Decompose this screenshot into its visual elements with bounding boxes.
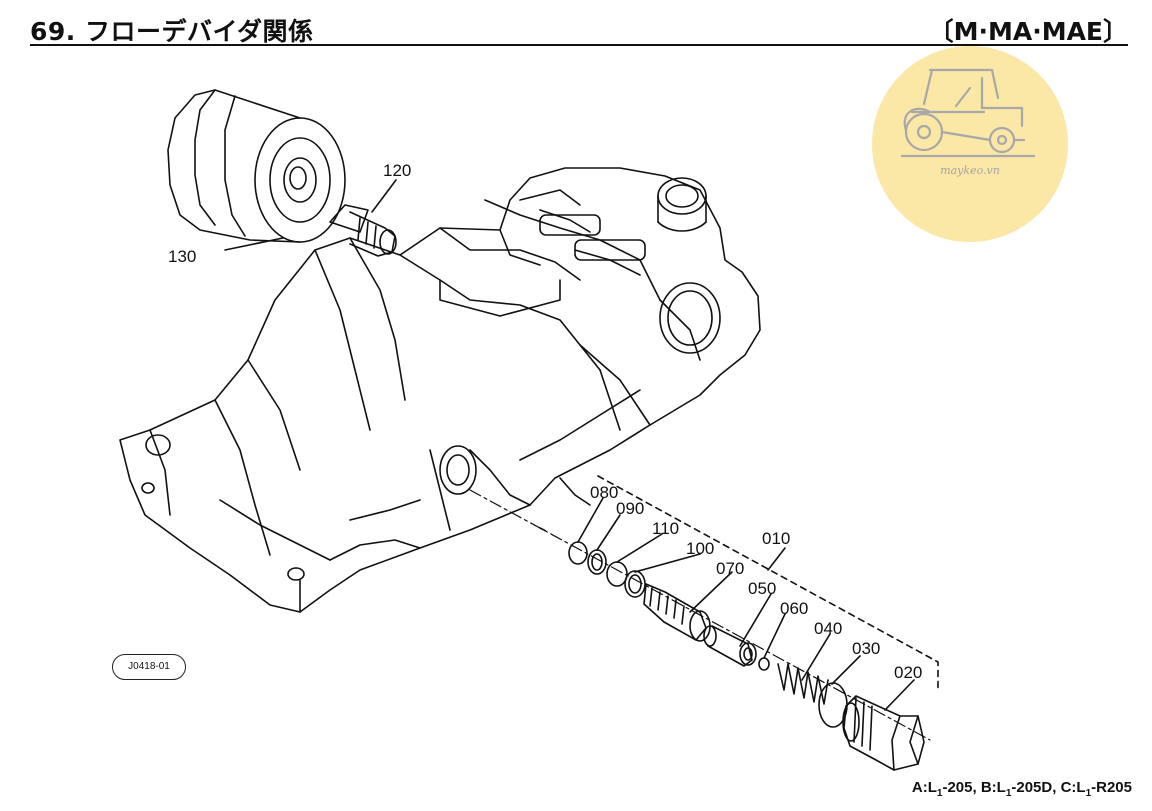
o-ring-100 [624, 570, 646, 598]
callout-040: 040 [814, 619, 843, 638]
model-b-sub: 1 [1005, 788, 1012, 799]
callout-030: 030 [852, 639, 881, 658]
callout-090: 090 [616, 499, 645, 518]
valve-sleeve [643, 583, 711, 642]
callout-100: 100 [686, 539, 715, 558]
plug [842, 695, 925, 771]
o-ring-110 [606, 561, 628, 587]
model-a: -205, [942, 779, 981, 796]
union-fitting [329, 204, 397, 257]
spool [703, 625, 757, 667]
model-c-prefix: C:L [1060, 779, 1086, 796]
tractor-icon [900, 68, 1036, 158]
o-ring-080 [568, 541, 588, 565]
model-footnote: A:L1-205, B:L1-205D, C:L1-R205 [912, 779, 1132, 799]
callout-020: 020 [894, 663, 923, 682]
callout-060: 060 [780, 599, 809, 618]
spring [777, 663, 829, 705]
callout-070: 070 [716, 559, 745, 578]
model-b: -205D, [1011, 779, 1061, 796]
callout-010: 010 [762, 529, 791, 548]
model-a-sub: 1 [936, 788, 943, 799]
callout-110: 110 [652, 519, 680, 538]
callout-080: 080 [590, 483, 619, 502]
model-code: 〔M·MA·MAE〕 [928, 17, 1128, 46]
figure-id: J0418-01 [112, 654, 186, 680]
model-c-sub: 1 [1085, 788, 1092, 799]
header-rule [30, 44, 1128, 46]
model-a-prefix: A:L [911, 779, 937, 796]
page-title: 69. フローデバイダ関係 [30, 17, 314, 46]
callout-120: 120 [383, 161, 412, 180]
callout-050: 050 [748, 579, 777, 598]
callout-130: 130 [168, 247, 197, 266]
watermark-text: maykeo.vn [940, 164, 1000, 177]
outlet-port [659, 282, 721, 354]
model-c: -R205 [1091, 779, 1132, 796]
port-boss [439, 445, 477, 495]
model-b-prefix: B:L [980, 779, 1006, 796]
housing-outline [119, 167, 761, 613]
watermark-logo: maykeo.vn [872, 46, 1068, 242]
ring-060 [758, 657, 770, 671]
oil-filter [167, 89, 346, 243]
